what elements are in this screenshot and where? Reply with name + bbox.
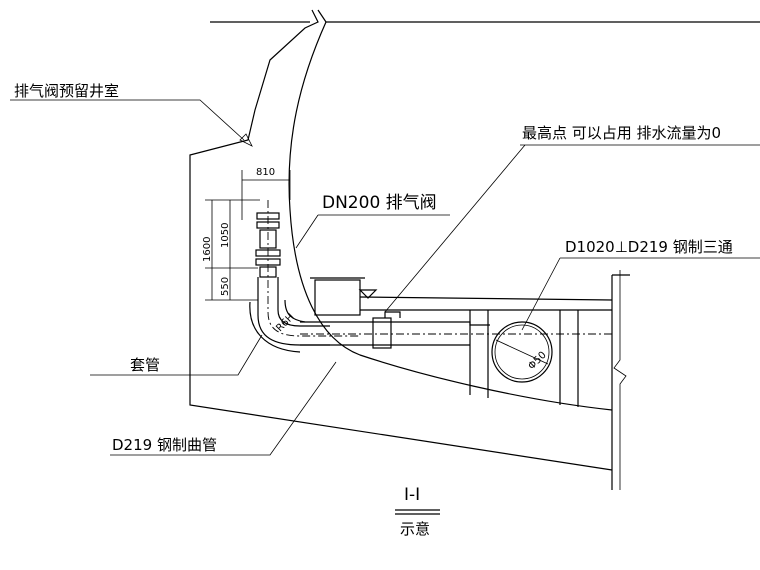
dim-text-1600: 1600 bbox=[202, 237, 213, 262]
label-valve-well: 排气阀预留井室 bbox=[14, 82, 119, 100]
bed-top bbox=[359, 296, 613, 301]
leader-valve-well-arrow bbox=[239, 133, 253, 147]
pipe-top bbox=[300, 321, 490, 326]
leader-bend-pipe bbox=[110, 361, 337, 456]
riser-center bbox=[267, 200, 360, 337]
dim-text-main: Φ50 bbox=[526, 350, 548, 372]
trench-outline-left bbox=[189, 9, 613, 471]
leader-highest bbox=[384, 144, 760, 313]
label-tee: D1020⊥D219 钢制三通 bbox=[565, 238, 733, 256]
leader-valve-well bbox=[10, 99, 245, 141]
section-underline bbox=[395, 509, 440, 515]
level-mark bbox=[358, 289, 378, 299]
label-air-valve: DN200 排气阀 bbox=[322, 193, 437, 213]
main-pipe-dim-line bbox=[495, 339, 549, 365]
label-schematic: 示意 bbox=[400, 520, 430, 538]
riser-outer bbox=[257, 277, 330, 346]
ground-break-top bbox=[210, 9, 760, 23]
label-sleeve: 套管 bbox=[130, 356, 160, 374]
right-wall bbox=[611, 274, 630, 490]
sleeve-curve-2 bbox=[284, 299, 306, 323]
dim-vertical-group bbox=[205, 199, 260, 301]
dim-text-bend: R6H bbox=[274, 312, 297, 335]
leader-air-valve bbox=[295, 214, 450, 249]
dim-text-810: 810 bbox=[256, 167, 275, 178]
section-title: I-I bbox=[404, 485, 420, 505]
drain-cap bbox=[384, 311, 401, 318]
trench-inner-curve bbox=[288, 21, 613, 411]
main-pipe-inner bbox=[494, 324, 550, 380]
right-break bbox=[613, 270, 627, 490]
riser-inner bbox=[277, 277, 330, 327]
dim-text-550: 550 bbox=[220, 277, 231, 296]
label-highest-point: 最高点 可以占用 排水流量为0 bbox=[522, 124, 721, 142]
leader-tee bbox=[521, 257, 760, 331]
label-bend-pipe: D219 钢制曲管 bbox=[112, 436, 217, 454]
drain-box bbox=[372, 317, 392, 349]
main-pipe-circle bbox=[491, 321, 553, 383]
dim-810 bbox=[241, 170, 291, 220]
valve-chamber bbox=[314, 279, 361, 316]
dim-text-1050: 1050 bbox=[220, 223, 231, 248]
leader-sleeve bbox=[90, 334, 263, 376]
